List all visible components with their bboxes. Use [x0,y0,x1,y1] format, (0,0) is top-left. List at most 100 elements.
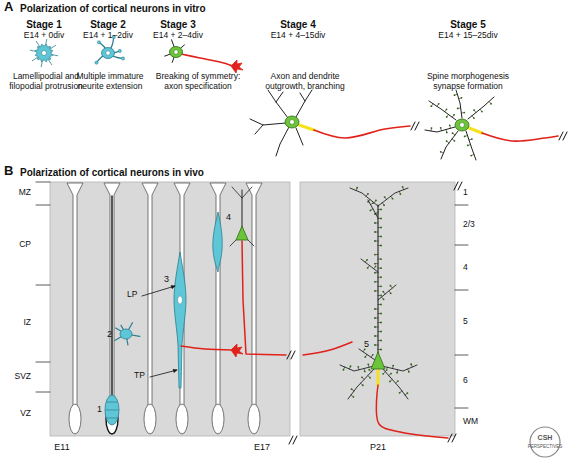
dendritic-spine [378,218,381,219]
callout-number: 2 [107,329,117,339]
stage-time: E14 + 2–4div [138,31,218,41]
spine-head [390,373,392,375]
break-mark [452,434,456,442]
break-mark [415,122,419,130]
panel-letter: A [4,0,18,15]
neurite-tip [95,61,98,64]
spine-head [367,267,369,269]
layer-label: VZ [1,409,31,419]
dendritic-spine [375,232,378,233]
spine-head [410,363,412,365]
callout-number: 1 [97,404,107,414]
dendritic-spine [378,236,381,237]
layer-label: 4 [463,263,493,273]
spine-head [430,105,432,107]
spine-head [380,245,382,247]
dendritic-spine [375,272,378,273]
spine-head [449,124,451,126]
dendritic-spine [452,139,454,141]
dendritic-spine [378,268,381,269]
spine-head [374,254,376,256]
spiny-dendrite [429,101,456,120]
spiny-dendrite [368,200,378,218]
filopodium [32,57,37,60]
dendritic-spine [368,364,370,367]
dendritic-spine [389,291,391,293]
spine-head [380,322,382,324]
spine-head [481,111,483,113]
spine-head [374,240,376,242]
layer-label: 5 [463,317,493,327]
dendritic-spine [375,223,378,224]
spine-head [453,114,455,116]
break-mark [448,434,452,442]
dendritic-spine [386,367,388,370]
spine-head [366,259,368,261]
callout-number: 5 [364,339,374,349]
spine-head [367,193,369,195]
spine-head [374,344,376,346]
dendritic-spine [474,110,476,112]
stage-time: E14 + 4–15div [258,31,338,41]
spine-head [374,335,376,337]
dendritic-spine [375,336,378,337]
spine-head [364,371,366,373]
spine-head [380,258,382,260]
spine-head [374,326,376,328]
layer-tick [36,362,50,363]
spine-head [471,138,473,140]
neurite-tip [121,57,124,60]
spine-head [382,291,384,293]
spine-head [380,267,382,269]
spine-head [368,369,370,371]
axon [242,241,286,355]
spine-head [408,371,410,373]
break-mark [458,182,462,190]
axon-initial-segment [377,369,380,385]
arrow-head [171,285,175,288]
stage-name: Stage 3 [148,19,208,31]
axon [314,126,410,138]
dendritic-spine [375,281,378,282]
break-mark [559,132,563,140]
dendritic-spine [363,349,365,351]
dendritic-spine [472,116,474,118]
spine-head [374,231,376,233]
spine-head [457,107,459,109]
panel-letter: B [4,164,18,179]
spiny-dendrite [350,188,378,206]
dendritic-spine [447,141,449,143]
spine-head [369,210,371,212]
stage-name: Stage 4 [268,19,328,31]
radial-glia-fiber [111,196,112,406]
dendritic-spine [390,379,392,381]
radial-glia-soma [144,404,156,434]
dendritic-spine [411,364,412,367]
break-mark [293,436,297,444]
spine-head [361,376,363,378]
dendritic-spine [382,297,384,299]
dendrite [242,187,252,198]
radial-glia-soma [176,404,188,434]
spiny-dendrite [378,188,408,206]
growth-cone [231,344,243,357]
spine-head [438,103,440,105]
spine-head [356,187,358,189]
dendritic-spine [378,295,381,296]
dendritic-spine [459,97,462,99]
spine-head [446,140,448,142]
spine-head [454,140,456,142]
layer-tick [455,245,468,246]
spine-head [375,200,377,202]
break-mark [563,132,567,140]
radial-glia-fiber [67,183,83,406]
dendritic-spine [366,194,368,196]
spine-head [367,363,369,365]
dendritic-spine [403,187,404,190]
break-mark [291,351,295,359]
dendritic-spine [399,191,400,194]
spine-head [357,366,359,368]
dendritic-spine [385,197,387,199]
dendritic-spine [378,349,381,350]
